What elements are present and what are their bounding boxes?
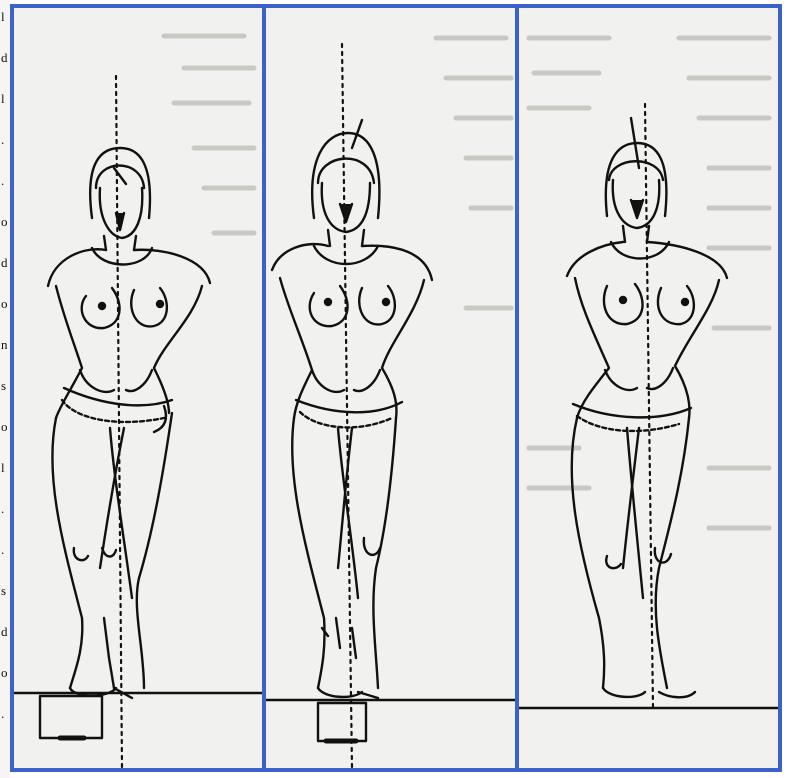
margin-glyph: s [1, 584, 6, 597]
margin-glyph: o [1, 297, 8, 310]
margin-glyph: . [1, 174, 4, 187]
margin-glyph: l [1, 461, 5, 474]
margin-glyph: l [1, 92, 5, 105]
margin-glyph: o [1, 666, 8, 679]
figure-panel-1 [10, 4, 268, 772]
margin-glyph: . [1, 543, 4, 556]
margin-glyph: d [1, 51, 8, 64]
background-text-1 [164, 36, 254, 233]
margin-glyph: l [1, 10, 5, 23]
margin-glyph: . [1, 133, 4, 146]
figure-panel-3 [515, 4, 782, 772]
margin-glyph: n [1, 338, 8, 351]
margin-glyph: s [1, 379, 6, 392]
figure-panel-2 [262, 4, 520, 772]
left-margin-text: l d l.. o d o n s o l.. s d o. [0, 0, 10, 778]
margin-glyph: d [1, 625, 8, 638]
figure-drawing-2 [266, 8, 516, 768]
figure-drawing-3 [519, 8, 778, 768]
background-text-2 [436, 38, 511, 308]
background-text-3 [529, 38, 769, 528]
margin-glyph: d [1, 256, 8, 269]
margin-glyph: o [1, 420, 8, 433]
margin-glyph: . [1, 502, 4, 515]
figure-drawing-1 [14, 8, 264, 768]
margin-glyph: . [1, 707, 4, 720]
margin-glyph: o [1, 215, 8, 228]
